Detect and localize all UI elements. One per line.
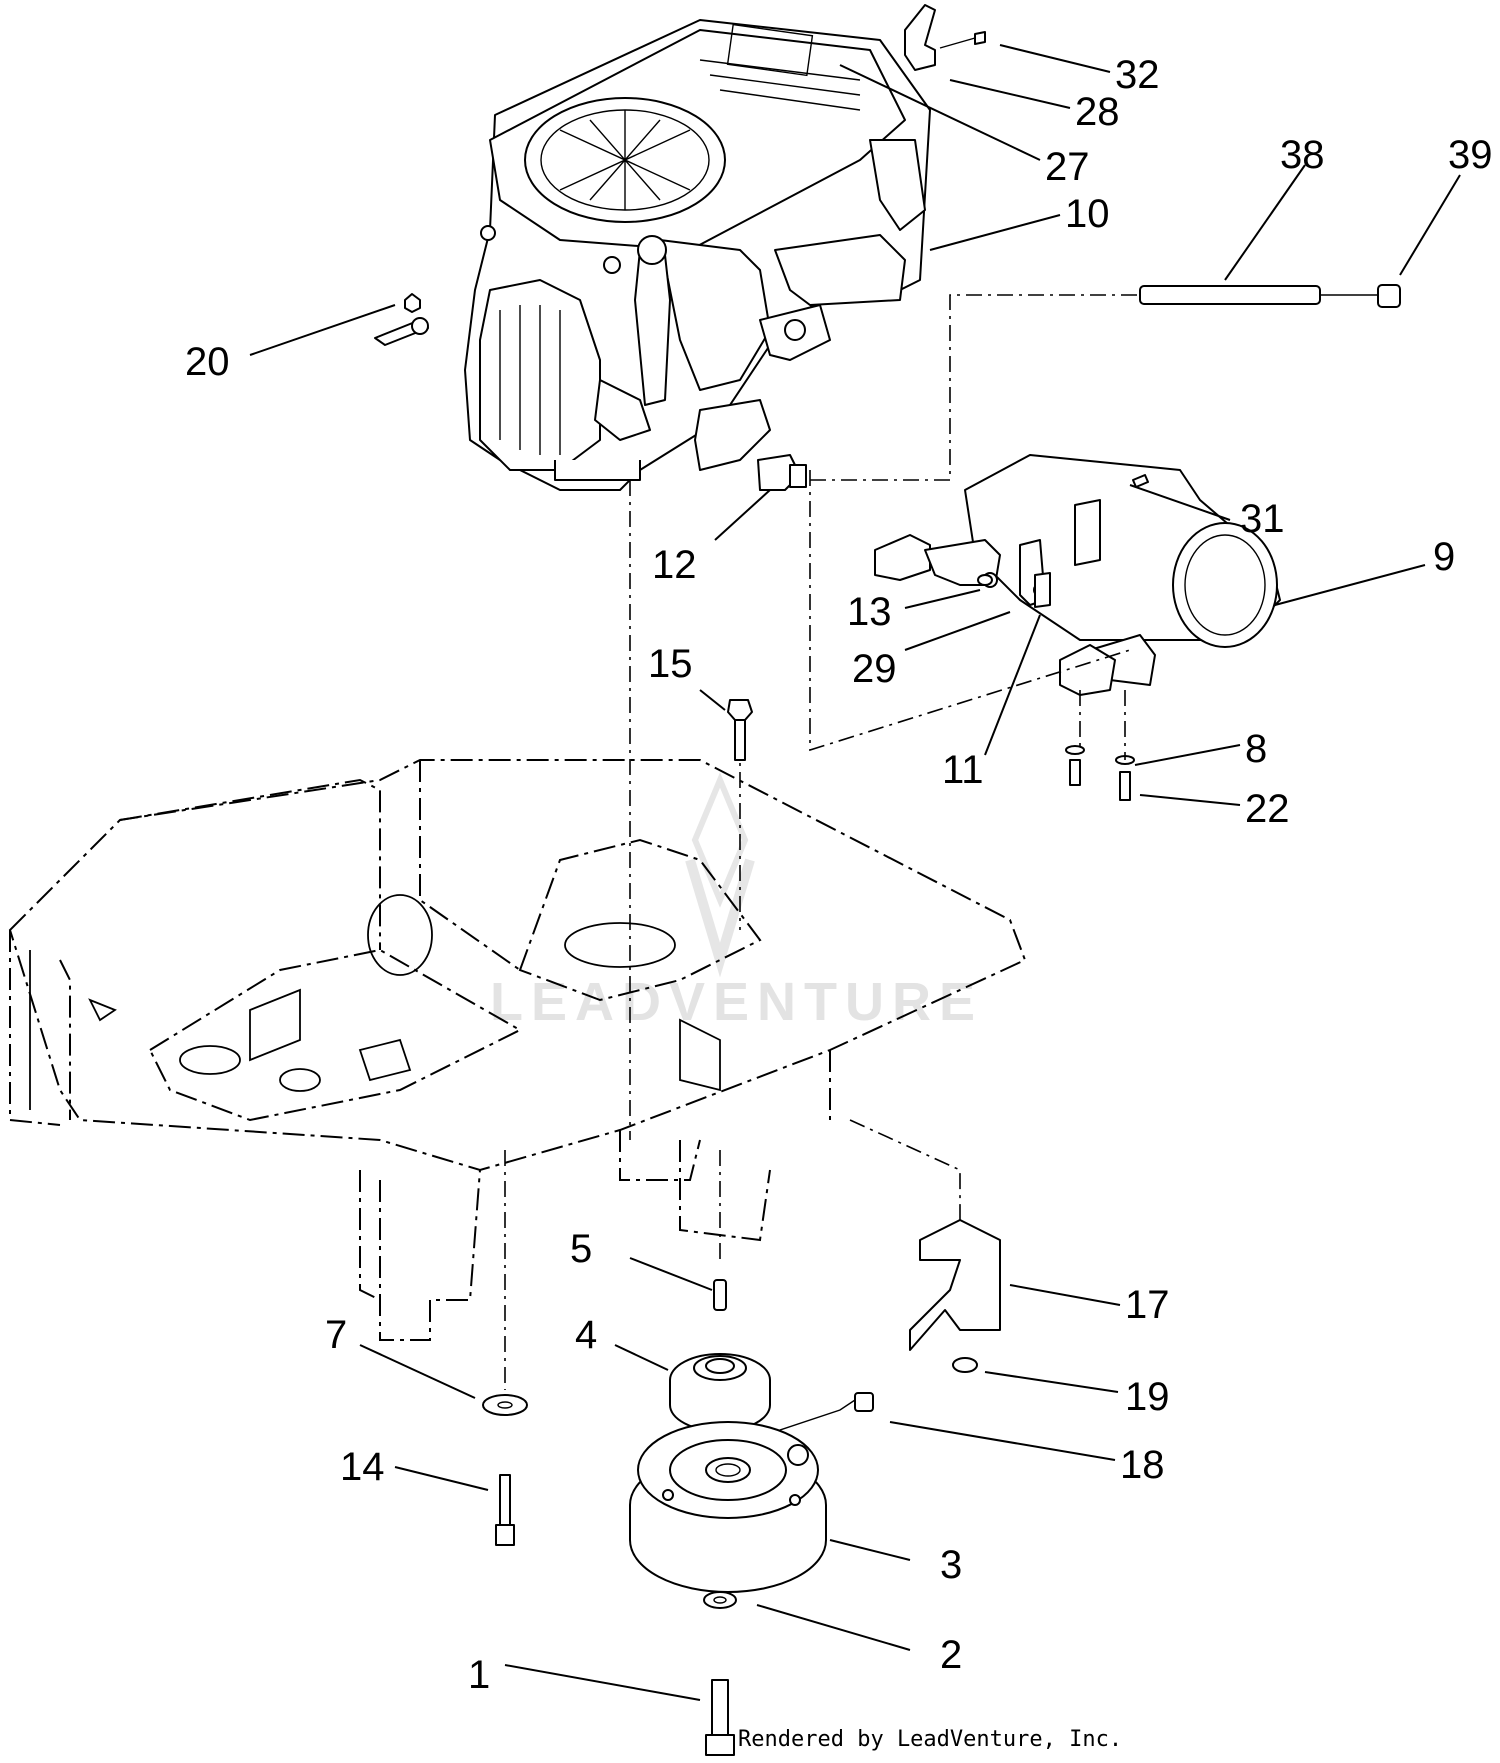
callout-32: 32 <box>1115 53 1160 97</box>
part-3-clutch <box>629 1421 827 1593</box>
callout-4: 4 <box>575 1313 597 1357</box>
callout-18: 18 <box>1120 1443 1165 1487</box>
part-5-key <box>713 1279 727 1311</box>
leadventure-watermark: LEADVENTURE <box>490 772 983 1032</box>
callout-19: 19 <box>1125 1375 1170 1419</box>
callout-14: 14 <box>340 1445 385 1489</box>
callout-15: 15 <box>648 642 693 686</box>
chassis-frame <box>8 759 1027 1341</box>
callout-5: 5 <box>570 1227 592 1271</box>
callout-3: 3 <box>940 1543 962 1587</box>
muffler <box>874 454 1281 696</box>
callout-12: 12 <box>652 543 697 587</box>
callout-39: 39 <box>1448 133 1493 177</box>
callout-11: 11 <box>942 748 984 792</box>
part-15-bolt <box>727 699 753 761</box>
part-2-washer <box>703 1591 737 1609</box>
callout-1: 1 <box>468 1653 490 1697</box>
part-13-nut <box>977 574 993 586</box>
callout-10: 10 <box>1065 192 1110 236</box>
part-39-cap <box>1377 284 1401 308</box>
callout-38: 38 <box>1280 133 1325 177</box>
callout-9: 9 <box>1433 535 1455 579</box>
callout-29: 29 <box>852 647 897 691</box>
part-20-terminal <box>374 293 429 346</box>
part-4-pulley <box>669 1353 771 1432</box>
part-12-fitting <box>757 454 807 491</box>
callout-2: 2 <box>940 1633 962 1677</box>
leader-lines <box>249 44 1461 1701</box>
part-8-22-bolts <box>1065 745 1135 801</box>
callout-17: 17 <box>1125 1283 1170 1327</box>
part-38-hose <box>1139 284 1401 308</box>
part-14-bolt <box>495 1474 515 1546</box>
part-1-bolt <box>705 1679 735 1756</box>
callout-13: 13 <box>847 590 892 634</box>
callout-8: 8 <box>1245 727 1267 771</box>
watermark-text: LEADVENTURE <box>490 972 983 1032</box>
part-28-bracket <box>904 4 986 71</box>
callout-28: 28 <box>1075 90 1120 134</box>
part-7-washer <box>482 1394 528 1416</box>
callout-labels: 32 28 27 10 38 39 20 12 31 9 13 29 15 11… <box>185 53 1493 1697</box>
engine <box>464 19 931 491</box>
callout-22: 22 <box>1245 787 1290 831</box>
callout-31: 31 <box>1240 497 1285 541</box>
render-credit: Rendered by LeadVenture, Inc. <box>738 1727 1122 1752</box>
callout-7: 7 <box>325 1313 347 1357</box>
callout-20: 20 <box>185 340 230 384</box>
callout-27: 27 <box>1045 145 1090 189</box>
part-17-shield <box>909 1219 1001 1373</box>
